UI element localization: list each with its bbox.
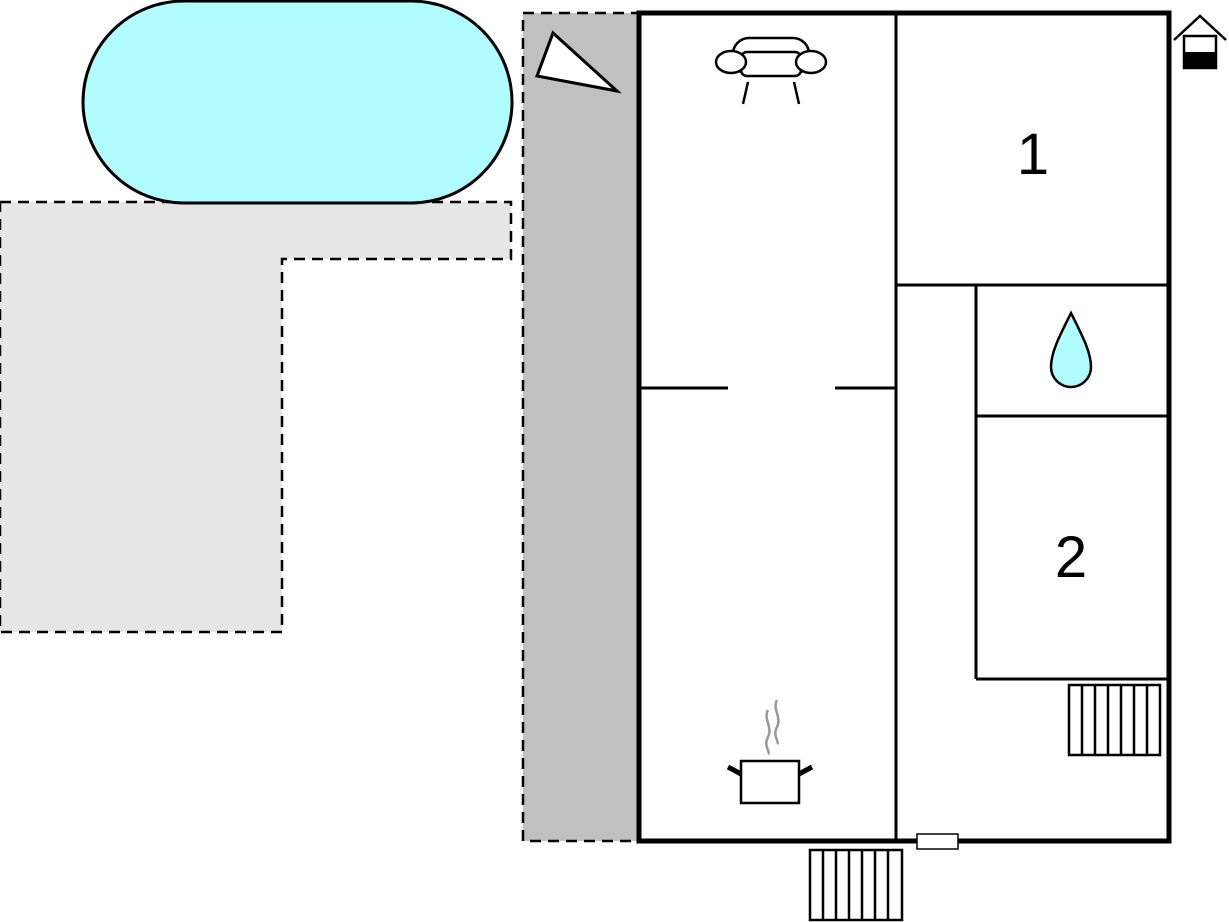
interior-walls (639, 13, 1169, 841)
cooking-pot-icon (726, 699, 814, 805)
house-floor-level-icon (1173, 14, 1227, 70)
room-1-number: 1 (1017, 122, 1049, 187)
room-2-number: 2 (1055, 525, 1087, 590)
entrance-steps (808, 848, 904, 922)
armchair-icon (714, 36, 828, 105)
terrace-area (0, 200, 513, 634)
entrance-door (916, 833, 959, 850)
interior-stairs (1067, 683, 1162, 757)
north-pointer-icon (534, 30, 622, 94)
water-drop-icon (1049, 310, 1093, 389)
swimming-pool (81, 0, 514, 205)
covered-area (521, 11, 642, 843)
